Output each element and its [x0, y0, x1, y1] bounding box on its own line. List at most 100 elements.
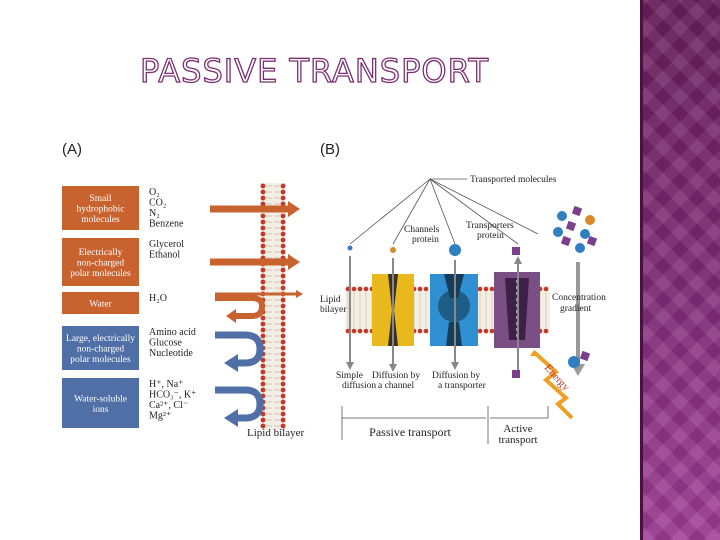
- active-arrow-head: [514, 256, 522, 264]
- active-transport-label: transport: [498, 434, 537, 446]
- lipid-head-right: [280, 267, 286, 273]
- crossing-arrow-head: [288, 254, 300, 270]
- active-transport-label: Active: [503, 423, 532, 435]
- lipid-head-left: [260, 279, 266, 285]
- lipid-head-bottom: [423, 328, 429, 334]
- molecule-name: Ethanol: [149, 250, 180, 261]
- lipid-head-right: [280, 333, 286, 339]
- lipid-head-right: [280, 423, 286, 429]
- lipid-head-left: [260, 369, 266, 375]
- molecule-name: O₂: [149, 187, 160, 198]
- lipid-head-left: [260, 363, 266, 369]
- molecule-class-label: non-charged: [77, 345, 125, 355]
- pointer-line: [392, 178, 431, 245]
- molecule-class-label: polar molecules: [70, 355, 131, 365]
- transporters-protein-label: Transporters: [466, 221, 514, 231]
- diffusion-arrow-head: [346, 362, 354, 370]
- molecule-name: Benzene: [149, 219, 184, 230]
- lipid-head-right: [280, 315, 286, 321]
- molecule-name: Mg²⁺: [149, 411, 171, 422]
- slide-title: PASSIVE TRANSPORT: [139, 51, 490, 90]
- lipid-head-top: [363, 286, 369, 292]
- pointer-line: [429, 178, 539, 235]
- lipid-head-right: [280, 393, 286, 399]
- lipid-head-right: [280, 249, 286, 255]
- mechanism-label: Diffusion by: [372, 370, 420, 381]
- molecule-name: Glycerol: [149, 239, 184, 250]
- lipid-head-right: [280, 411, 286, 417]
- gradient-molecule: [586, 235, 598, 247]
- diffusion-arrow-head: [389, 364, 397, 372]
- gradient-molecule: [575, 243, 585, 253]
- molecule-name: Nucleotide: [149, 348, 193, 359]
- lipid-head-top: [351, 286, 357, 292]
- lipid-head-left: [260, 423, 266, 429]
- lipid-head-left: [260, 225, 266, 231]
- molecule-name: Ca²⁺, Cl⁻: [149, 400, 188, 411]
- lipid-head-right: [280, 195, 286, 201]
- molecule-class-label: ions: [93, 405, 109, 415]
- lipid-head-left: [260, 183, 266, 189]
- lipid-head-right: [280, 273, 286, 279]
- lipid-head-left: [260, 267, 266, 273]
- lipid-head-left: [260, 195, 266, 201]
- lipid-head-right: [280, 285, 286, 291]
- mechanism-label: a channel: [378, 381, 414, 391]
- blocked-arrow: [215, 386, 264, 422]
- passive-transport-diagram: (A)Lipid bilayerSmallhydrophobicmolecule…: [62, 141, 606, 446]
- lipid-head-top: [543, 286, 549, 292]
- lipid-head-top: [357, 286, 363, 292]
- lipid-head-left: [260, 381, 266, 387]
- lipid-head-left: [260, 321, 266, 327]
- concentration-gradient-label: Concentration: [552, 293, 606, 303]
- molecule-class-box: [62, 186, 139, 230]
- molecule-class-box: [62, 378, 139, 428]
- molecule-class-label: Small: [89, 194, 112, 204]
- lipid-head-right: [280, 405, 286, 411]
- gradient-molecule: [585, 215, 595, 225]
- lipid-head-left: [260, 387, 266, 393]
- transported-molecules-label: Transported molecules: [470, 175, 557, 185]
- lipid-head-right: [280, 339, 286, 345]
- molecule-class-box: [62, 326, 139, 370]
- lipid-head-top: [477, 286, 483, 292]
- lipid-head-right: [280, 357, 286, 363]
- panel-a-label: (A): [62, 141, 82, 158]
- molecule-dot: [512, 370, 520, 378]
- gradient-molecule: [553, 227, 563, 237]
- water-arrow-head: [296, 290, 303, 298]
- lipid-head-top: [489, 286, 495, 292]
- molecule-class-label: Water: [89, 300, 112, 310]
- lipid-head-right: [280, 363, 286, 369]
- gradient-molecule: [557, 211, 567, 221]
- gradient-molecule: [560, 235, 572, 247]
- molecule-class-label: polar molecules: [70, 269, 131, 279]
- molecule-class-label: molecules: [81, 215, 120, 225]
- molecule-dot: [347, 245, 353, 251]
- lipid-head-left: [260, 327, 266, 333]
- lipid-head-right: [280, 327, 286, 333]
- molecule-name: H⁺, Na⁺: [149, 379, 183, 390]
- mechanism-label: Simple: [336, 371, 363, 381]
- mechanism-label: diffusion: [342, 380, 376, 391]
- lipid-head-left: [260, 375, 266, 381]
- mechanism-label: a transporter: [438, 381, 487, 391]
- gradient-molecule: [579, 350, 591, 362]
- lipid-head-right: [280, 303, 286, 309]
- molecule-name: Glucose: [149, 338, 182, 349]
- lipid-head-right: [280, 309, 286, 315]
- lipid-head-right: [280, 375, 286, 381]
- water-arrow-bounce: [215, 295, 266, 319]
- molecule-class-label: Water-soluble: [74, 394, 127, 404]
- lipid-head-left: [260, 213, 266, 219]
- lipid-head-right: [280, 189, 286, 195]
- lipid-head-top: [423, 286, 429, 292]
- lipid-head-top: [417, 286, 423, 292]
- lipid-head-right: [280, 237, 286, 243]
- lipid-bilayer-label: Lipid: [320, 295, 341, 305]
- lipid-head-bottom: [417, 328, 423, 334]
- lipid-head-bottom: [363, 328, 369, 334]
- lipid-head-left: [260, 357, 266, 363]
- molecule-class-box: [62, 238, 139, 286]
- sidebar-edge: [640, 0, 643, 540]
